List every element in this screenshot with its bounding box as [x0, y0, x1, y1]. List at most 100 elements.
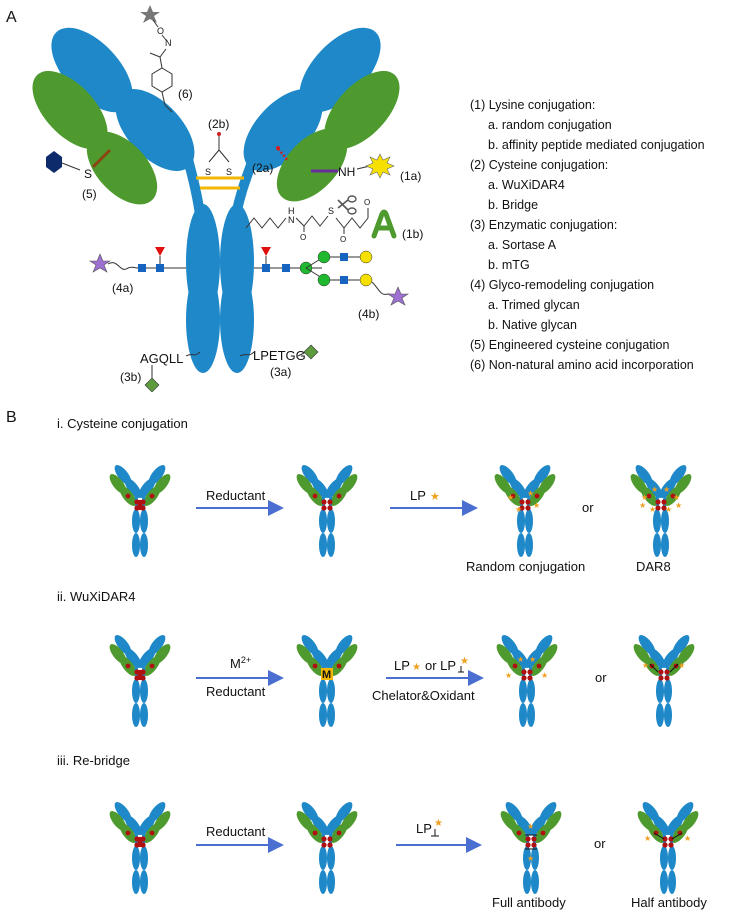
row-ii-title: ii. WuXiDAR4	[57, 589, 136, 604]
legend-item: (5) Engineered cysteine conjugation	[470, 338, 670, 352]
metal-ion-label: M	[322, 669, 331, 681]
svg-text:★: ★	[651, 485, 658, 494]
or-text: or	[594, 836, 606, 851]
galactose-circle	[359, 273, 373, 287]
reagent-or-lp: or LP	[425, 658, 456, 673]
svg-text:★: ★	[665, 505, 672, 514]
svg-text:★: ★	[517, 655, 524, 664]
row-i-antibody-4: ★ ★ ★ ★ ★ ★ ★ ★	[626, 460, 696, 559]
svg-text:★: ★	[684, 834, 691, 843]
atom-s: S	[84, 167, 92, 181]
svg-text:★: ★	[641, 493, 648, 502]
or-text: or	[582, 500, 594, 515]
atom-s: S	[328, 206, 334, 216]
svg-text:★: ★	[642, 661, 649, 670]
panel-a-label: A	[6, 9, 17, 26]
green-diamond-payload	[144, 377, 160, 393]
atom-s: S	[226, 167, 232, 177]
fc-ch3-right	[220, 267, 254, 373]
site-4a-trimmed-glycan: (4a)	[89, 247, 186, 295]
reagent-reductant: Reductant	[206, 488, 266, 503]
site-2a-wuxidar4: (2a)	[252, 146, 289, 175]
label-5: (5)	[82, 187, 97, 201]
site-1a-lysine: NH (1a)	[311, 153, 421, 183]
benzene-ring	[151, 67, 173, 93]
heavy-chain-ch1-left	[115, 89, 195, 171]
legend-subitem: b. Native glycan	[488, 318, 577, 332]
legend-item: (1) Lysine conjugation:	[470, 98, 596, 112]
light-chain-vl-left	[32, 70, 108, 150]
legend-item: (4) Glyco-remodeling conjugation	[470, 278, 655, 292]
label-3b: (3b)	[120, 370, 141, 384]
galactose-circle	[359, 250, 373, 264]
legend-subitem: a. random conjugation	[488, 118, 612, 132]
legend-subitem: b. mTG	[488, 258, 530, 272]
nh-group: NH	[338, 165, 355, 179]
row-ii-antibody-1	[105, 630, 175, 729]
reagent-chelator-oxidant: Chelator&Oxidant	[372, 688, 475, 703]
caption-full-antibody: Full antibody	[492, 895, 566, 910]
glcnac-square	[282, 264, 290, 272]
affinity-peptide-icon	[371, 209, 397, 239]
payload-star-icon: ★	[412, 662, 421, 673]
fucose-triangle	[261, 247, 271, 256]
atom-o: O	[157, 26, 164, 36]
caption-half-antibody: Half antibody	[631, 895, 707, 910]
green-diamond-payload	[303, 344, 319, 360]
row-iii-antibody-2	[292, 797, 362, 896]
svg-text:★: ★	[649, 505, 656, 514]
grey-star-icon	[140, 5, 160, 23]
purple-star-icon	[387, 286, 409, 306]
heavy-chain-ch1-right	[243, 89, 323, 171]
label-4a: (4a)	[112, 281, 133, 295]
label-1b: (1b)	[402, 227, 423, 241]
row-iii-title: iii. Re-bridge	[57, 753, 130, 768]
agqll-tag: AGQLL	[140, 351, 183, 366]
row-ii-antibody-3: ★ ★ ★ ★	[492, 630, 562, 729]
atom-n: N	[288, 215, 295, 225]
scissors-icon	[337, 199, 349, 211]
atom-n: N	[165, 38, 172, 48]
atom-o: O	[364, 198, 370, 207]
legend-subitem: b. Bridge	[488, 198, 539, 212]
svg-text:★: ★	[527, 489, 534, 498]
label-1a: (1a)	[400, 169, 421, 183]
row-ii-antibody-4: ★ ★	[629, 630, 699, 729]
svg-text:★: ★	[644, 834, 651, 843]
atom-h: H	[288, 206, 295, 216]
lpetgg-tag: LPETGG	[253, 348, 306, 363]
row-ii-antibody-2: M	[292, 630, 362, 729]
glcnac-square	[262, 264, 270, 272]
reagent-lp: LP	[410, 488, 426, 503]
fucose-triangle	[155, 247, 165, 256]
svg-text:★: ★	[529, 655, 536, 664]
caption-dar8: DAR8	[636, 559, 671, 574]
caption-random-conjugation: Random conjugation	[466, 559, 585, 574]
payload-star-icon: ★	[430, 491, 440, 503]
svg-text:★: ★	[639, 501, 646, 510]
reagent-lp: LP	[394, 658, 410, 673]
svg-text:★: ★	[515, 505, 522, 514]
svg-text:★: ★	[663, 485, 670, 494]
row-iii-antibody-3: ★ ★	[496, 797, 566, 896]
site-6-non-natural-aa: O N (6)	[140, 5, 193, 113]
conjugation-legend: (1) Lysine conjugation: a. random conjuga…	[470, 95, 730, 375]
svg-text:★: ★	[678, 661, 685, 670]
payload-star-icon: ★	[460, 656, 469, 667]
row-iii-antibody-4: ★ ★	[633, 797, 703, 896]
svg-text:★: ★	[533, 501, 540, 510]
svg-text:★: ★	[673, 493, 680, 502]
yellow-starburst-icon	[365, 153, 395, 179]
site-4b-native-glycan: (4b)	[254, 247, 409, 321]
light-chain-cl-right	[276, 128, 348, 202]
legend-subitem: a. Trimed glycan	[488, 298, 580, 312]
reagent-reductant: Reductant	[206, 824, 266, 839]
reagent-reductant: Reductant	[206, 684, 266, 699]
site-2b-bridge: (2b) S S	[205, 117, 232, 177]
site-3a-sortase: LPETGG (3a)	[239, 344, 319, 379]
glcnac-square	[156, 264, 164, 272]
svg-text:★: ★	[675, 501, 682, 510]
glcnac-square	[138, 264, 146, 272]
legend-item: (3) Enzymatic conjugation:	[470, 218, 618, 232]
large-antibody	[32, 27, 400, 373]
